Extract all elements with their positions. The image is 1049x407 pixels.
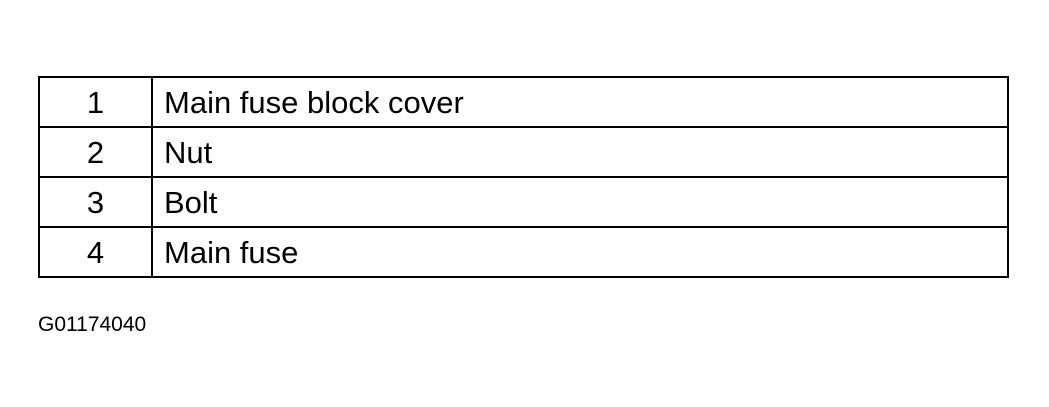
item-number: 3	[38, 176, 153, 228]
item-number: 4	[38, 226, 153, 278]
item-number: 2	[38, 126, 153, 178]
item-number: 1	[38, 76, 153, 128]
item-description: Main fuse block cover	[151, 76, 1009, 128]
table-row: 3 Bolt	[38, 176, 1009, 228]
table-row: 2 Nut	[38, 126, 1009, 178]
table-row: 4 Main fuse	[38, 226, 1009, 278]
figure-id: G01174040	[38, 313, 147, 336]
component-legend-table: 1 Main fuse block cover 2 Nut 3 Bolt 4 M…	[38, 76, 1009, 278]
table-row: 1 Main fuse block cover	[38, 76, 1009, 128]
item-description: Main fuse	[151, 226, 1009, 278]
item-description: Bolt	[151, 176, 1009, 228]
item-description: Nut	[151, 126, 1009, 178]
